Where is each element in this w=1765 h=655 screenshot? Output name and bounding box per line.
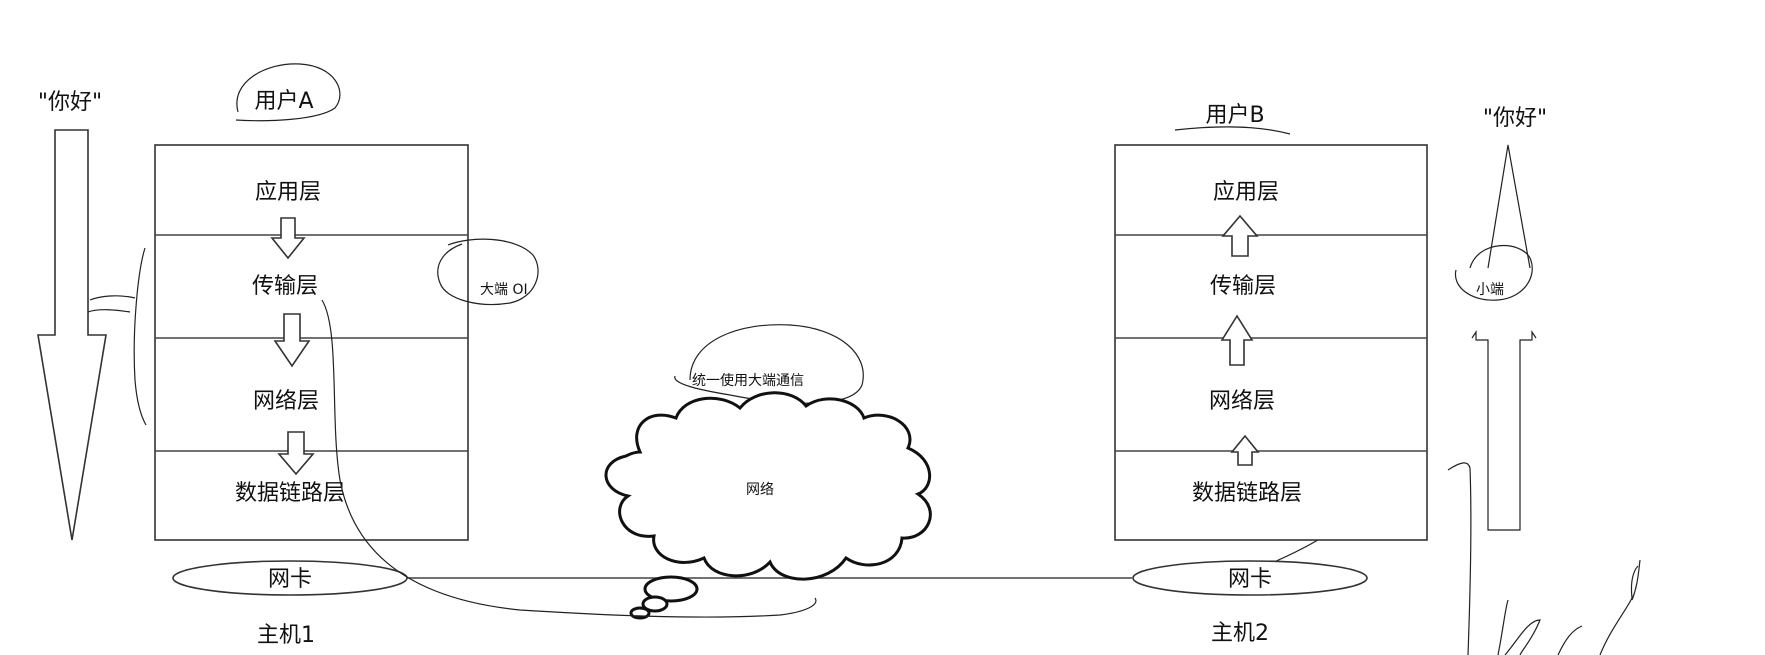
host2-layer-application: 应用层: [1213, 180, 1279, 205]
pen-scribble-left: [87, 247, 147, 426]
host1-layer-datalink: 数据链路层: [235, 481, 345, 506]
send-down-arrow: [37, 129, 107, 541]
host2-layer-transport: 传输层: [1210, 274, 1276, 299]
host1-name: 主机1: [257, 623, 315, 648]
stack-host2: 应用层 传输层 网络层 数据链路层: [1114, 144, 1428, 541]
receive-up-arrow-shaft: [1471, 330, 1537, 531]
little-endian-circle: [1454, 245, 1533, 301]
host1-layer-network: 网络层: [253, 389, 319, 414]
big-endian-circle: [437, 238, 539, 306]
big-endian-note: 大端 OI: [480, 282, 528, 298]
network-cloud: [604, 391, 932, 581]
host1-arrow-down-2: [273, 313, 311, 368]
host2-arrow-up-2: [1220, 314, 1254, 366]
user-a-scribble: [235, 63, 341, 122]
user-a-label: 用户A: [254, 89, 313, 114]
user-b-underline: [1174, 126, 1291, 135]
host2-arrow-up-3: [1230, 434, 1260, 466]
network-note: 统一使用大端通信: [692, 372, 804, 389]
host2-nic: [1132, 560, 1368, 596]
receive-up-arrow-head: [1487, 144, 1531, 269]
stack-host2-frame: [1114, 144, 1428, 541]
host2-arrow-up-1: [1221, 214, 1259, 257]
network-note-bubble: [674, 324, 864, 404]
host2-nic-label: 网卡: [1228, 567, 1272, 592]
little-endian-note: 小端: [1476, 282, 1504, 298]
host2-name: 主机2: [1211, 621, 1269, 646]
message-right: "你好": [1483, 106, 1547, 131]
pen-scribble-bottom-right: [1447, 462, 1641, 655]
pen-data-path-left: [321, 299, 817, 618]
stack-host1: 应用层 传输层 网络层 数据链路层: [154, 144, 469, 541]
cloud-tail-medium: [641, 595, 669, 613]
host2-layer-network: 网络层: [1209, 389, 1275, 414]
host1-layer-transport: 传输层: [252, 274, 318, 299]
host2-layer-datalink: 数据链路层: [1192, 481, 1302, 506]
host1-nic-label: 网卡: [268, 567, 312, 592]
user-b-label: 用户B: [1205, 103, 1264, 128]
host1-arrow-down-3: [277, 431, 315, 476]
host1-arrow-down-1: [270, 217, 306, 260]
host1-layer-application: 应用层: [255, 180, 321, 205]
stack-host1-frame: [154, 144, 469, 541]
cloud-tail-large: [643, 575, 699, 603]
network-label: 网络: [746, 482, 774, 498]
message-left: "你好": [38, 90, 102, 115]
